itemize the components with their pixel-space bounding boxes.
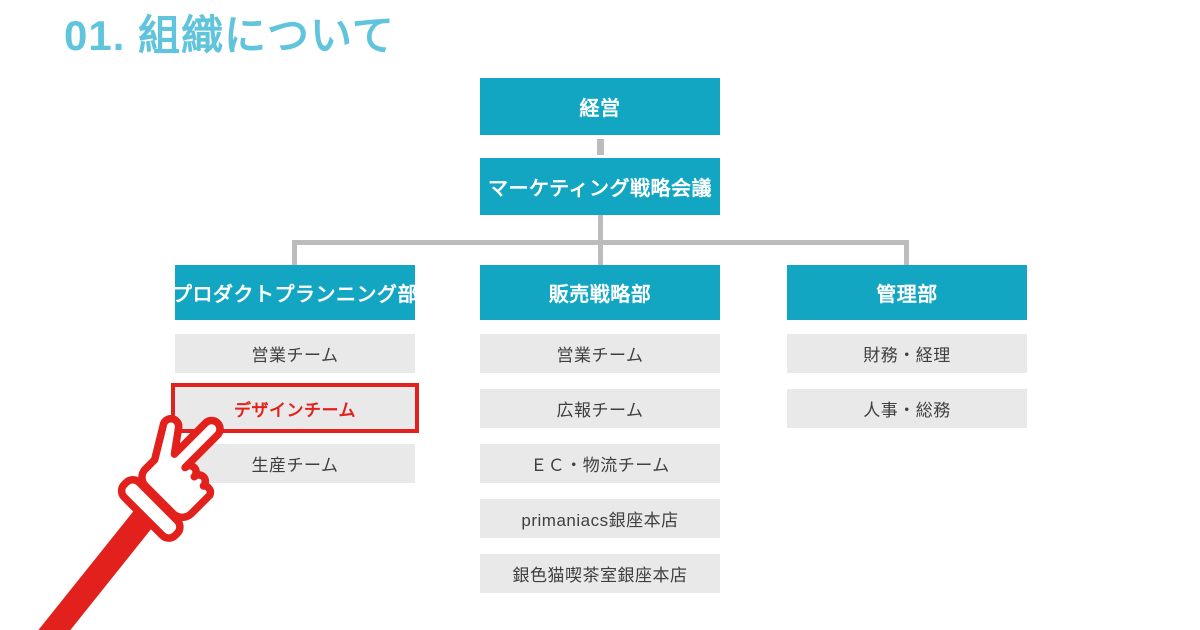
team-row-ec-logistics: ＥＣ・物流チーム <box>480 444 720 483</box>
team-row-primaniacs-ginza: primaniacs銀座本店 <box>480 499 720 538</box>
team-row-sales-2: 営業チーム <box>480 334 720 373</box>
connector-drop-left <box>292 240 297 265</box>
page-title: 01. 組織について <box>64 12 395 59</box>
hand-pointer-icon <box>38 415 224 630</box>
connector-council-stem <box>598 215 603 243</box>
connector-drop-middle <box>598 240 603 265</box>
connector-root-council <box>597 139 604 155</box>
team-row-hr-general-affairs: 人事・総務 <box>787 389 1027 428</box>
org-node-sales-strategy-dept: 販売戦略部 <box>480 265 720 320</box>
team-row-finance-accounting: 財務・経理 <box>787 334 1027 373</box>
team-row-sales-1: 営業チーム <box>175 334 415 373</box>
team-row-production: 生産チーム <box>175 444 415 483</box>
team-row-pr: 広報チーム <box>480 389 720 428</box>
org-node-management: 経営 <box>480 78 720 135</box>
org-node-admin-dept: 管理部 <box>787 265 1027 320</box>
org-node-product-planning-dept: プロダクトプランニング部 <box>172 265 418 320</box>
team-row-silvercat-cafe-ginza: 銀色猫喫茶室銀座本店 <box>480 554 720 593</box>
org-node-marketing-council: マーケティング戦略会議 <box>480 158 720 215</box>
connector-drop-right <box>904 240 909 265</box>
